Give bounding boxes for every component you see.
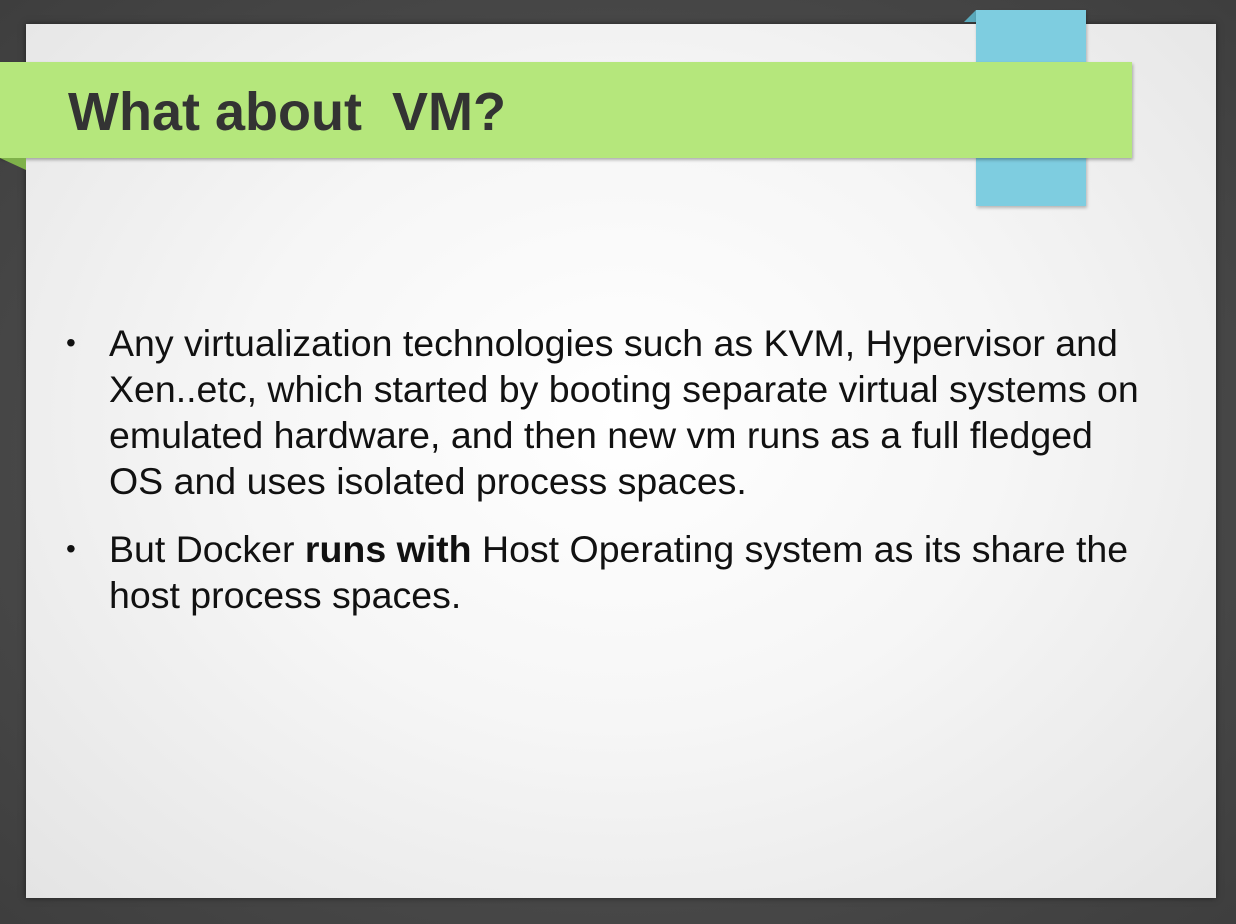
title-band: [0, 62, 1132, 158]
accent-tab-fold: [964, 10, 976, 22]
bullet-list: • Any virtualization technologies such a…: [66, 320, 1156, 640]
bullet-text: Any virtualization technologies such as …: [109, 322, 1139, 502]
bullet-text-start: But Docker: [109, 528, 305, 570]
slide-title: What about VM?: [68, 82, 506, 142]
title-band-fold: [0, 158, 26, 170]
bullet-text-bold: runs with: [304, 528, 472, 570]
bullet-item: • Any virtualization technologies such a…: [66, 320, 1156, 504]
bullet-text-end: Host Operating system as its share the h…: [109, 528, 1129, 616]
bullet-marker: •: [66, 327, 76, 358]
bullet-item: • But Docker runs with Host Operating sy…: [66, 526, 1156, 618]
bullet-marker: •: [66, 533, 76, 564]
